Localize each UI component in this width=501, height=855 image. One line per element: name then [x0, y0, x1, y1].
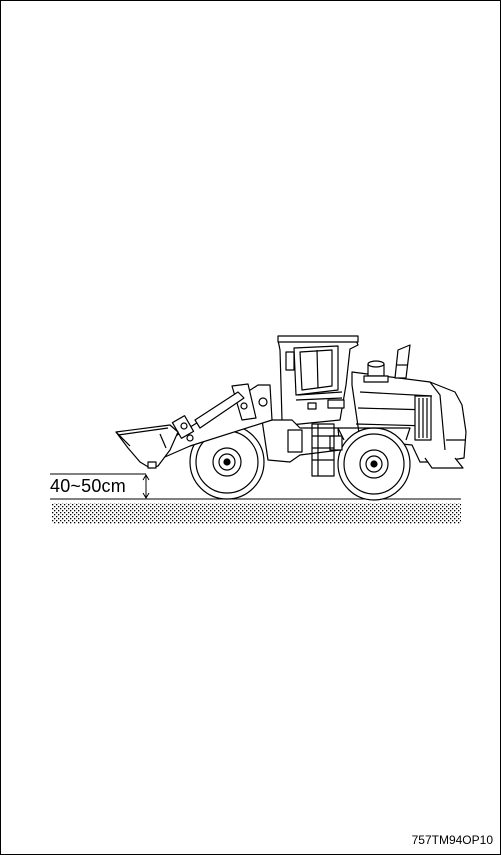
front-wheel [189, 417, 271, 500]
ground [50, 498, 461, 524]
wheel-loader [115, 335, 467, 501]
clearance-dimension [50, 473, 150, 499]
figure-code: 757TM94OP10 [411, 833, 493, 847]
air-precleaner [363, 360, 389, 383]
clearance-label: 40~50cm [50, 476, 126, 496]
chassis [261, 419, 343, 463]
access-ladder [311, 423, 335, 477]
bucket [115, 424, 179, 469]
operator-cab [277, 335, 359, 426]
ground-hatching [52, 503, 461, 524]
rear-wheel [337, 427, 411, 501]
exhaust-stack [394, 344, 411, 379]
